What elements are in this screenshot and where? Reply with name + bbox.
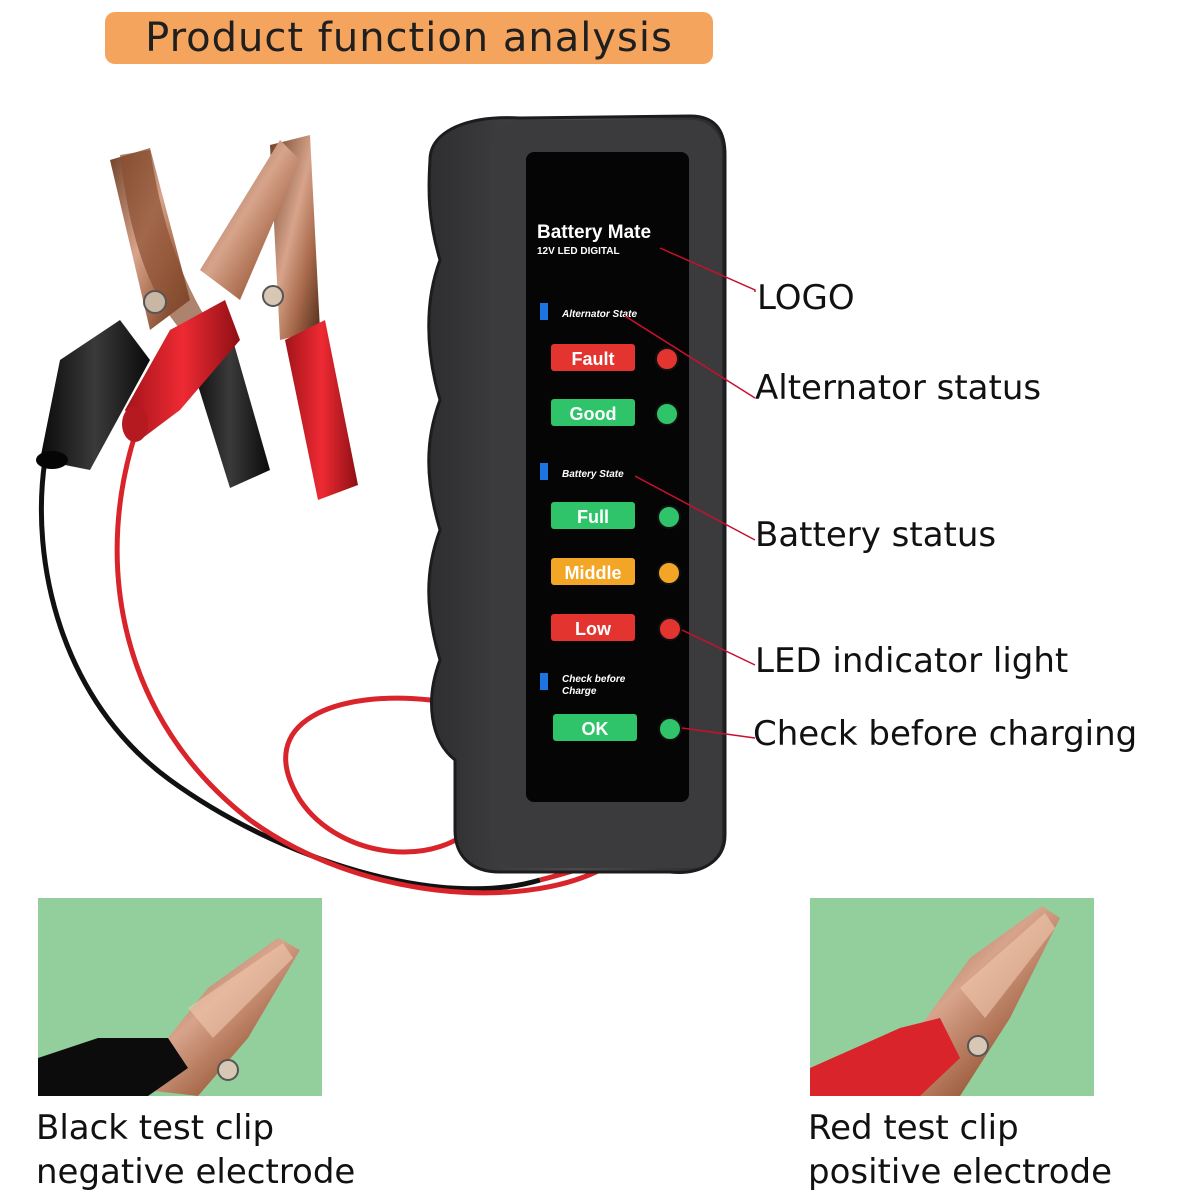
leader-lines (624, 247, 756, 739)
good-badge (551, 399, 635, 426)
red-caption-line1: Red test clip (808, 1108, 1019, 1148)
black-clip-caption: Black test clip negative electrode (36, 1106, 355, 1194)
red-clip-inset (810, 898, 1094, 1096)
check-section-label-2: Charge (562, 686, 597, 697)
fault-led-icon (655, 347, 679, 371)
middle-badge (551, 558, 635, 585)
fault-label: Fault (572, 349, 615, 369)
black-clip-inset (38, 898, 322, 1096)
middle-label: Middle (565, 563, 622, 583)
ok-badge (553, 714, 637, 741)
section-marker (540, 303, 548, 320)
logo-callout: LOGO (757, 278, 855, 318)
section-marker (540, 463, 548, 480)
led-callout: LED indicator light (755, 641, 1069, 681)
black-clip-closeup-icon (38, 938, 300, 1096)
battery-callout: Battery status (755, 515, 997, 555)
ok-led-icon (658, 717, 682, 741)
model-label: 12V LED DIGITAL (537, 246, 620, 257)
full-badge (551, 502, 635, 529)
low-led-icon (658, 617, 682, 641)
good-label: Good (570, 404, 617, 424)
red-clip-icon (122, 135, 358, 500)
black-clip-icon (36, 148, 270, 488)
check-callout: Check before charging (753, 714, 1138, 754)
red-clip-closeup-icon (810, 906, 1060, 1096)
middle-led-icon (657, 561, 681, 585)
page-title: Product function analysis (105, 12, 713, 64)
red-clip-caption: Red test clip positive electrode (808, 1106, 1112, 1194)
black-caption-line2: negative electrode (36, 1152, 356, 1192)
low-badge (551, 614, 635, 641)
good-led-icon (655, 402, 679, 426)
brand-label: Battery Mate (537, 222, 651, 243)
ok-label: OK (582, 719, 609, 739)
alternator-section-label: Alternator State (561, 309, 637, 320)
full-led-icon (657, 505, 681, 529)
check-section-label: Check before (562, 674, 626, 685)
full-label: Full (577, 507, 609, 527)
red-caption-line2: positive electrode (808, 1152, 1113, 1192)
section-marker (540, 673, 548, 690)
black-caption-line1: Black test clip (36, 1108, 275, 1148)
alternator-callout: Alternator status (755, 368, 1042, 408)
battery-section-label: Battery State (562, 469, 624, 480)
low-label: Low (575, 619, 612, 639)
fault-badge (551, 344, 635, 371)
